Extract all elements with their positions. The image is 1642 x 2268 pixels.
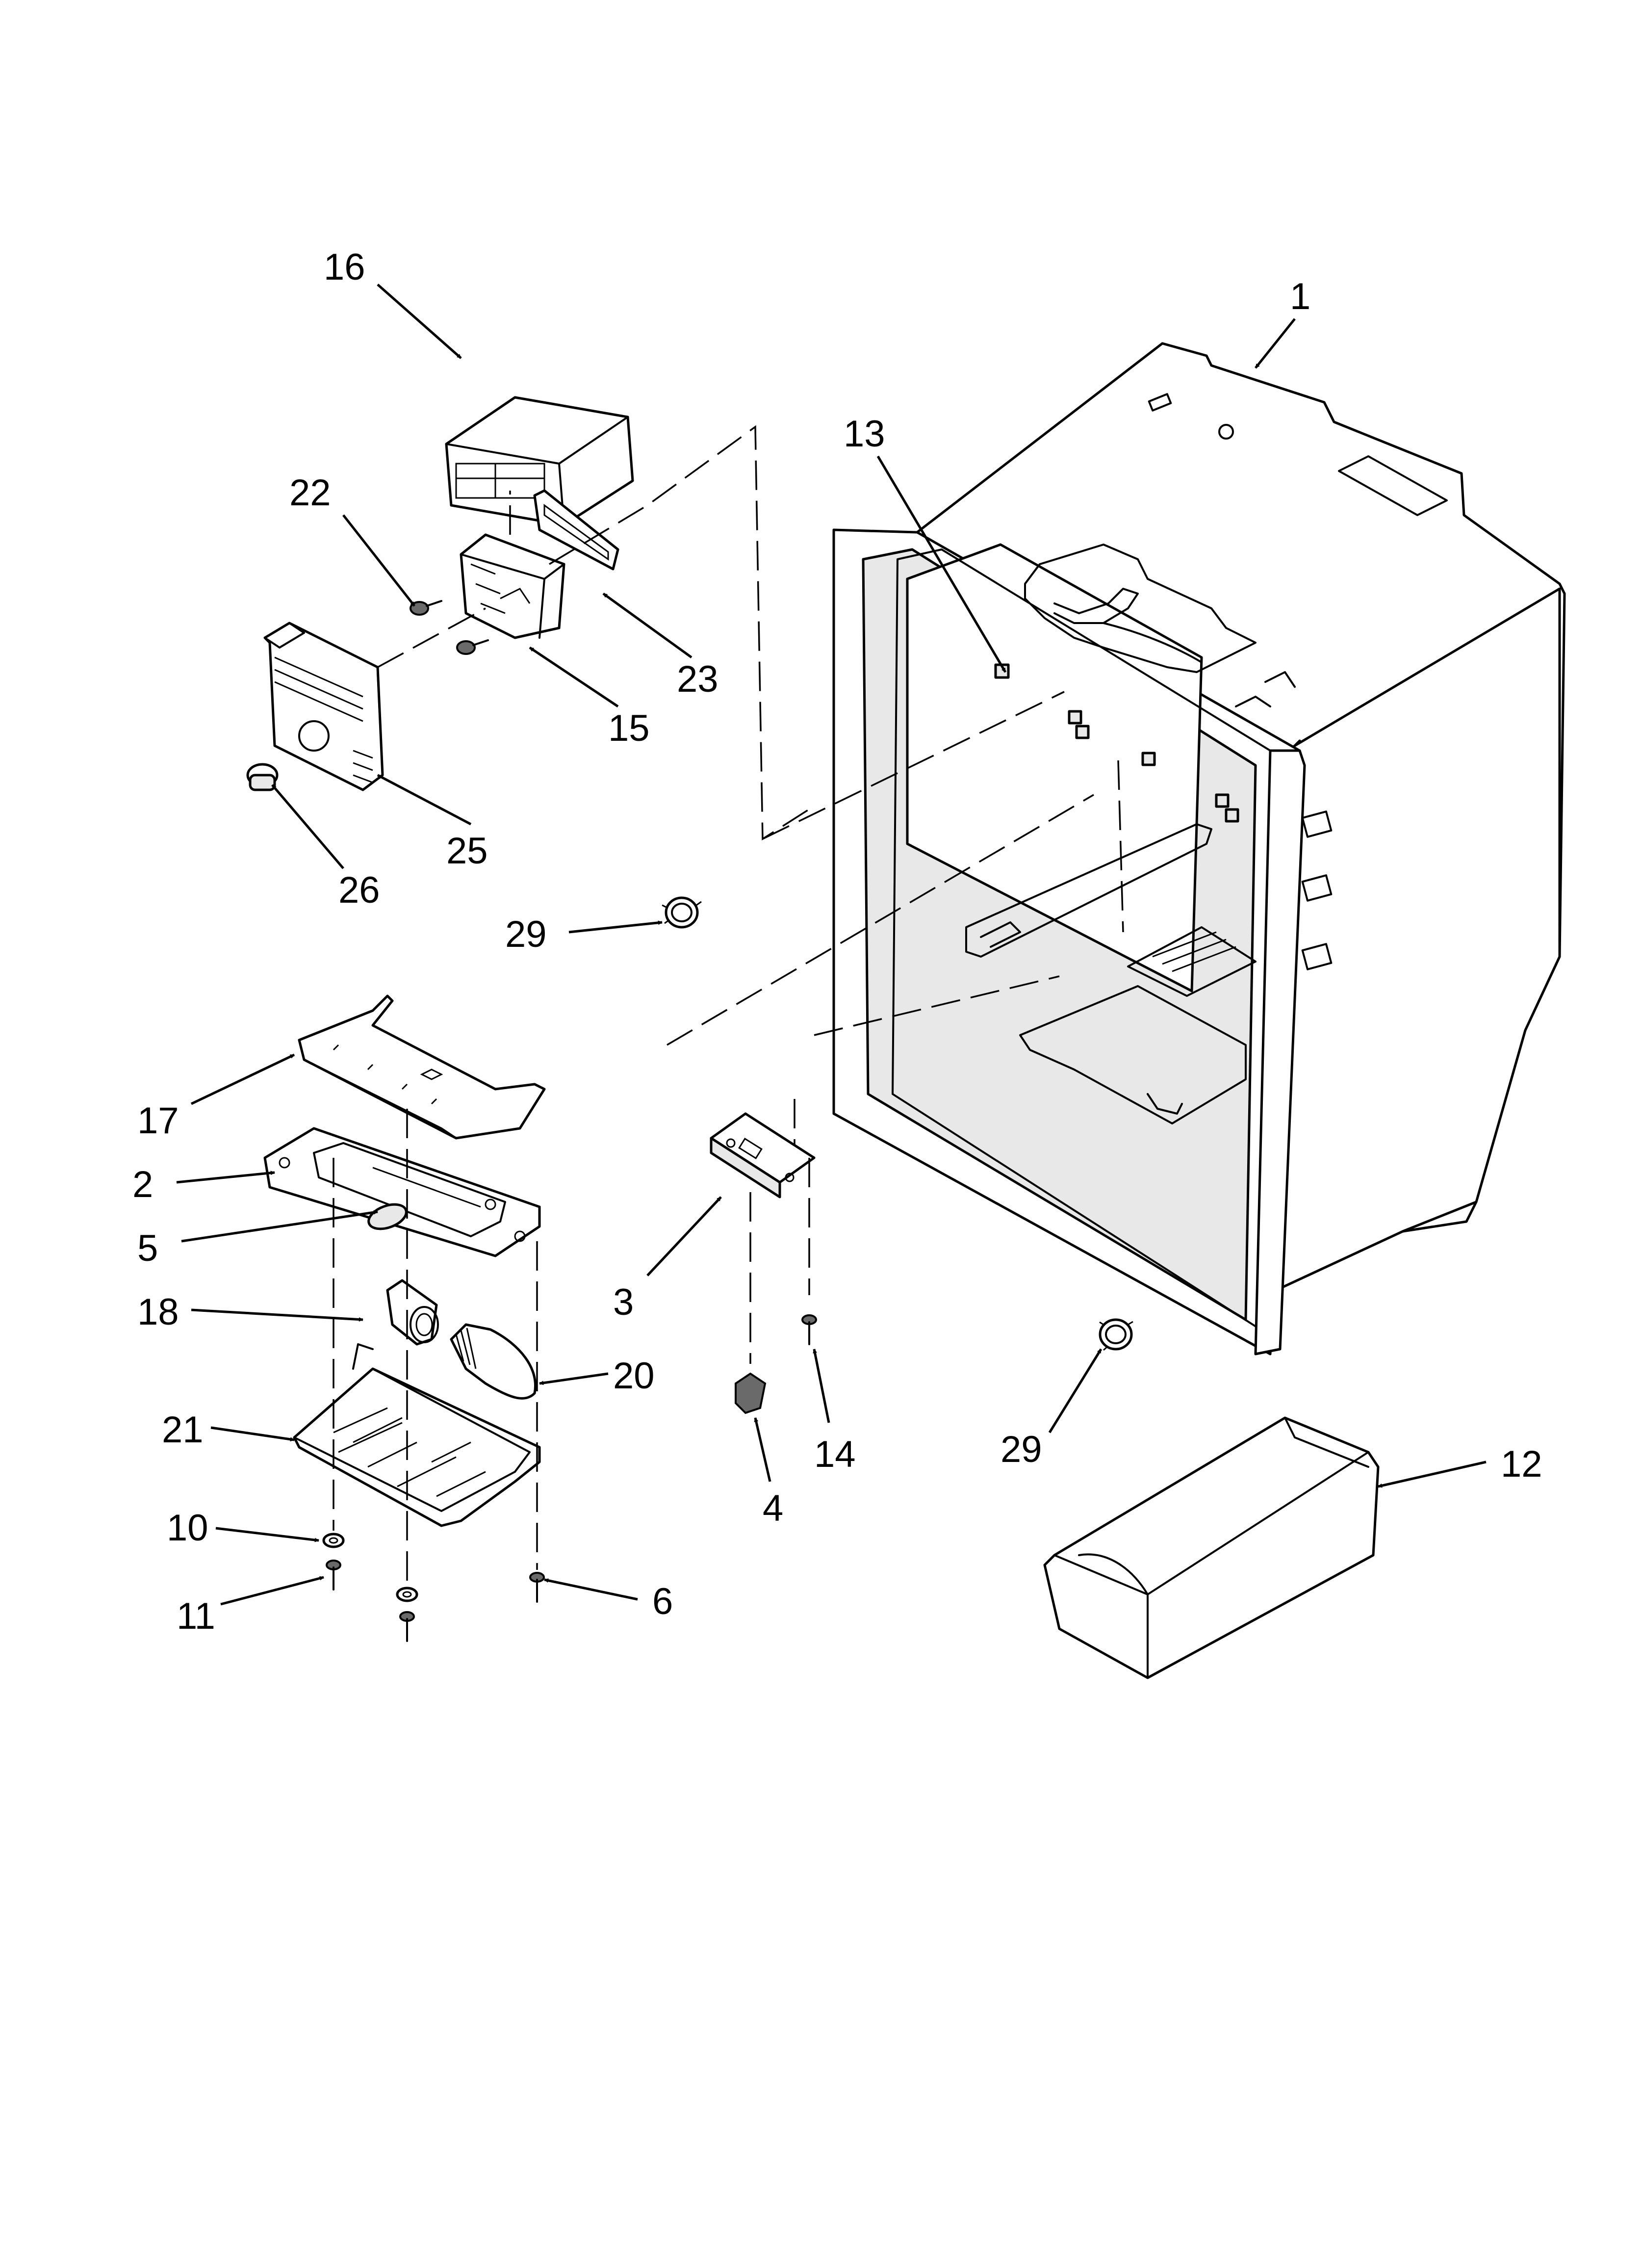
callout-18: 18 xyxy=(137,1291,179,1333)
liner-clip-d xyxy=(1141,752,1156,766)
callout-11: 11 xyxy=(177,1595,215,1637)
callout-5: 5 xyxy=(137,1227,158,1269)
part-11-screw xyxy=(326,1560,341,1590)
washer-center xyxy=(396,1587,418,1602)
liner-clip-c xyxy=(1075,725,1090,739)
part-29-plug-upper xyxy=(662,896,702,929)
part-22-screw-b xyxy=(456,639,489,655)
part-22-screw xyxy=(410,600,442,616)
callout-23: 23 xyxy=(677,658,718,700)
leader-lines xyxy=(176,284,1487,1606)
callout-15: 15 xyxy=(608,707,650,749)
callout-17: 17 xyxy=(137,1100,179,1142)
part-16-housing-cover xyxy=(445,396,634,526)
callout-10: 10 xyxy=(167,1507,208,1549)
liner-clip-f xyxy=(1225,808,1239,823)
liner-clip-b xyxy=(1068,710,1082,725)
callout-6: 6 xyxy=(652,1581,673,1622)
part-29-plug-lower xyxy=(1099,1318,1133,1351)
callout-1: 1 xyxy=(1290,276,1310,317)
callout-3: 3 xyxy=(613,1281,634,1323)
callout-25: 25 xyxy=(446,830,488,872)
part-1-refrigerator-liner xyxy=(832,342,1566,1356)
part-4-switch xyxy=(735,1372,767,1414)
part-23-gasket xyxy=(533,489,619,571)
liner-clip-e xyxy=(1215,793,1230,808)
part-17-light-bracket xyxy=(298,994,546,1140)
part-10-washer xyxy=(322,1533,345,1548)
part-25-control-bezel xyxy=(263,622,384,791)
callout-labels: 1 16 13 22 23 15 25 26 29 17 2 5 18 20 2… xyxy=(132,246,1542,1637)
part-12-crisper-bin xyxy=(1043,1416,1380,1679)
callout-16: 16 xyxy=(324,246,365,288)
part-26-knob xyxy=(246,763,279,791)
part-2-light-housing xyxy=(263,1127,541,1257)
part-18-lamp-socket xyxy=(386,1279,439,1346)
callout-14: 14 xyxy=(814,1434,856,1475)
callout-21: 21 xyxy=(162,1409,204,1451)
part-14-screw xyxy=(801,1314,817,1345)
callout-4: 4 xyxy=(763,1487,783,1529)
part-15-control-bracket xyxy=(460,533,565,639)
callout-29-lower: 29 xyxy=(1001,1429,1042,1470)
screw-center xyxy=(399,1611,415,1642)
callout-26: 26 xyxy=(338,869,380,911)
callout-20: 20 xyxy=(613,1355,655,1397)
callout-29-upper: 29 xyxy=(505,913,547,955)
alignment-lines-light xyxy=(333,1109,538,1585)
alignment-lines-top xyxy=(377,425,1124,1158)
part-6-screw xyxy=(529,1572,545,1603)
alignment-lines-switch xyxy=(749,1158,810,1364)
part-21-lamp-cover xyxy=(293,1343,541,1527)
callout-13: 13 xyxy=(844,413,885,455)
callout-22: 22 xyxy=(289,472,331,514)
part-20-light-bulb xyxy=(450,1323,537,1400)
part-3-switch-bracket xyxy=(710,1112,816,1199)
callout-2: 2 xyxy=(132,1164,153,1205)
callout-12: 12 xyxy=(1501,1443,1542,1485)
